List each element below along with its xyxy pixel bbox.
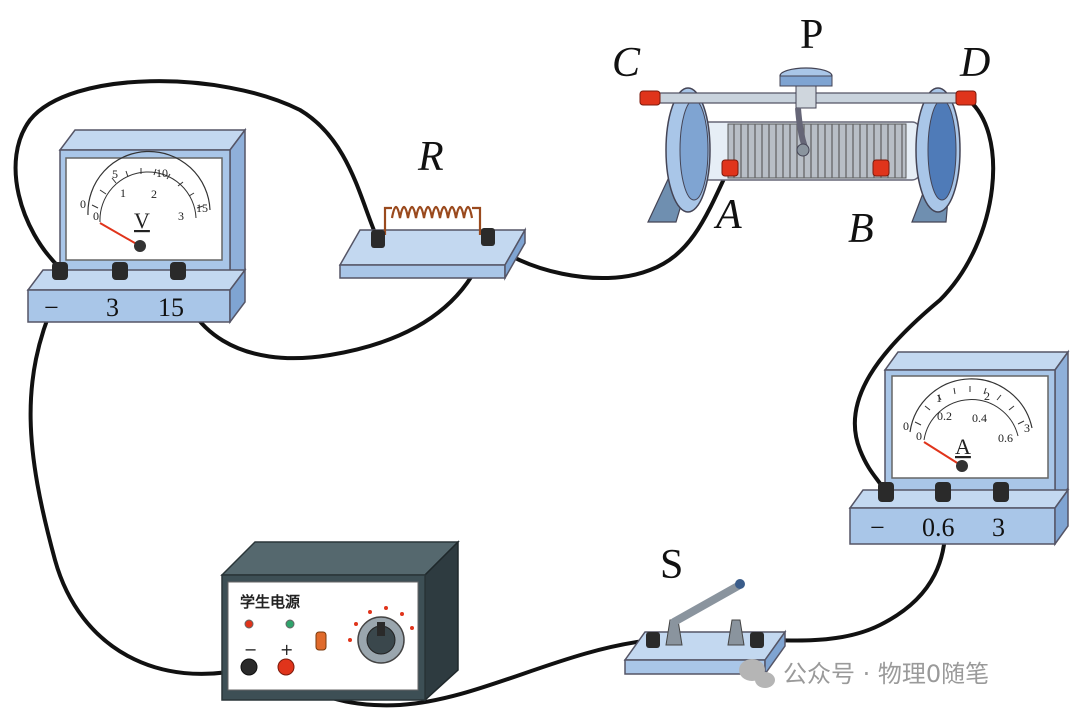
ammeter-outer-2: 2 xyxy=(984,389,990,403)
ammeter: 0 1 2 3 0 0.2 0.4 0.6 A − 0.6 3 xyxy=(848,349,1070,547)
switch-lever[interactable] xyxy=(670,579,745,626)
voltmeter-label-minus: − xyxy=(44,293,59,322)
switch-terminal-right[interactable] xyxy=(750,632,764,648)
voltmeter-terminal-3[interactable] xyxy=(112,262,128,280)
ammeter-terminal-minus[interactable] xyxy=(878,482,894,502)
ammeter-terminal-0.6[interactable] xyxy=(935,482,951,502)
watermark: 公众号 · 物理0随笔 xyxy=(739,659,989,688)
switch-S: S xyxy=(623,542,787,677)
voltmeter-inner-2: 2 xyxy=(151,187,157,201)
ammeter-outer-1: 1 xyxy=(936,391,942,405)
watermark-text: 公众号 · 物理0随笔 xyxy=(783,660,989,688)
voltmeter-outer-0: 0 xyxy=(80,197,86,211)
ammeter-label-0.6: 0.6 xyxy=(922,513,955,542)
voltmeter-terminal-15[interactable] xyxy=(170,262,186,280)
voltmeter-pivot xyxy=(134,240,146,252)
power-supply: 学生电源 − + xyxy=(220,540,460,702)
wire-R-right-to-rheostat-A xyxy=(486,168,730,281)
ps-label-plus: + xyxy=(280,640,293,659)
ammeter-label-3: 3 xyxy=(992,513,1005,542)
voltmeter-outer-15: 15 xyxy=(196,201,208,215)
resistor-terminal-right[interactable] xyxy=(481,228,495,246)
voltmeter-inner-1: 1 xyxy=(120,186,126,200)
voltmeter-label-15: 15 xyxy=(158,293,184,322)
voltmeter: 0 5 10 15 0 1 2 3 V − 3 15 xyxy=(26,127,247,325)
rheostat-label-B: B xyxy=(848,206,874,252)
voltmeter-terminal-minus[interactable] xyxy=(52,262,68,280)
wire-rheostat-D-to-ammeter-minus xyxy=(852,96,996,494)
voltmeter-outer-5: 5 xyxy=(112,167,118,181)
ps-terminal-minus[interactable] xyxy=(240,658,258,676)
voltmeter-inner-3: 3 xyxy=(178,209,184,223)
rheostat: C P D A B xyxy=(612,12,990,252)
ps-toggle[interactable] xyxy=(315,631,327,651)
rheostat-terminal-A[interactable] xyxy=(721,159,739,177)
rheostat-terminal-B[interactable] xyxy=(872,159,890,177)
rheostat-terminal-C[interactable] xyxy=(639,90,661,106)
ammeter-needle xyxy=(923,441,963,467)
wire-ps-minus-to-voltmeter-minus xyxy=(28,266,250,676)
power-supply-title: 学生电源 xyxy=(240,593,300,611)
ps-knob[interactable] xyxy=(357,616,405,664)
rheostat-slider-P[interactable] xyxy=(779,67,833,157)
resistor-label: R xyxy=(417,134,444,180)
ammeter-inner-0.4: 0.4 xyxy=(972,411,987,425)
voltmeter-label-3: 3 xyxy=(106,293,119,322)
resistor-coil xyxy=(383,205,482,235)
ammeter-symbol: A xyxy=(955,434,971,459)
rheostat-label-D: D xyxy=(959,40,990,86)
switch-label: S xyxy=(660,542,683,588)
switch-terminal-left[interactable] xyxy=(646,632,660,648)
ps-label-minus: − xyxy=(244,640,257,659)
ammeter-inner-0.2: 0.2 xyxy=(937,409,952,423)
resistor-terminal-left[interactable] xyxy=(371,230,385,248)
ammeter-terminal-3[interactable] xyxy=(993,482,1009,502)
wire-voltmeter-minus-to-R-left xyxy=(13,79,380,270)
voltmeter-needle xyxy=(99,222,141,247)
rheostat-label-C: C xyxy=(612,40,641,86)
ps-indicator-green xyxy=(285,619,295,629)
rheostat-terminal-D[interactable] xyxy=(955,90,977,106)
voltmeter-inner-0: 0 xyxy=(93,209,99,223)
ammeter-pivot xyxy=(956,460,968,472)
resistor-R: R xyxy=(338,134,527,281)
ammeter-outer-0: 0 xyxy=(903,419,909,433)
rheostat-label-A: A xyxy=(713,192,742,238)
ammeter-outer-3: 3 xyxy=(1024,421,1030,435)
voltmeter-symbol: V xyxy=(134,208,150,233)
ammeter-label-minus: − xyxy=(870,513,885,542)
ps-terminal-plus[interactable] xyxy=(277,658,295,676)
ammeter-inner-0.6: 0.6 xyxy=(998,431,1013,445)
rheostat-label-P: P xyxy=(800,12,823,58)
wechat-icon xyxy=(739,659,775,688)
ammeter-inner-0: 0 xyxy=(916,429,922,443)
ps-indicator-red xyxy=(244,619,254,629)
voltmeter-outer-10: 10 xyxy=(156,166,168,180)
